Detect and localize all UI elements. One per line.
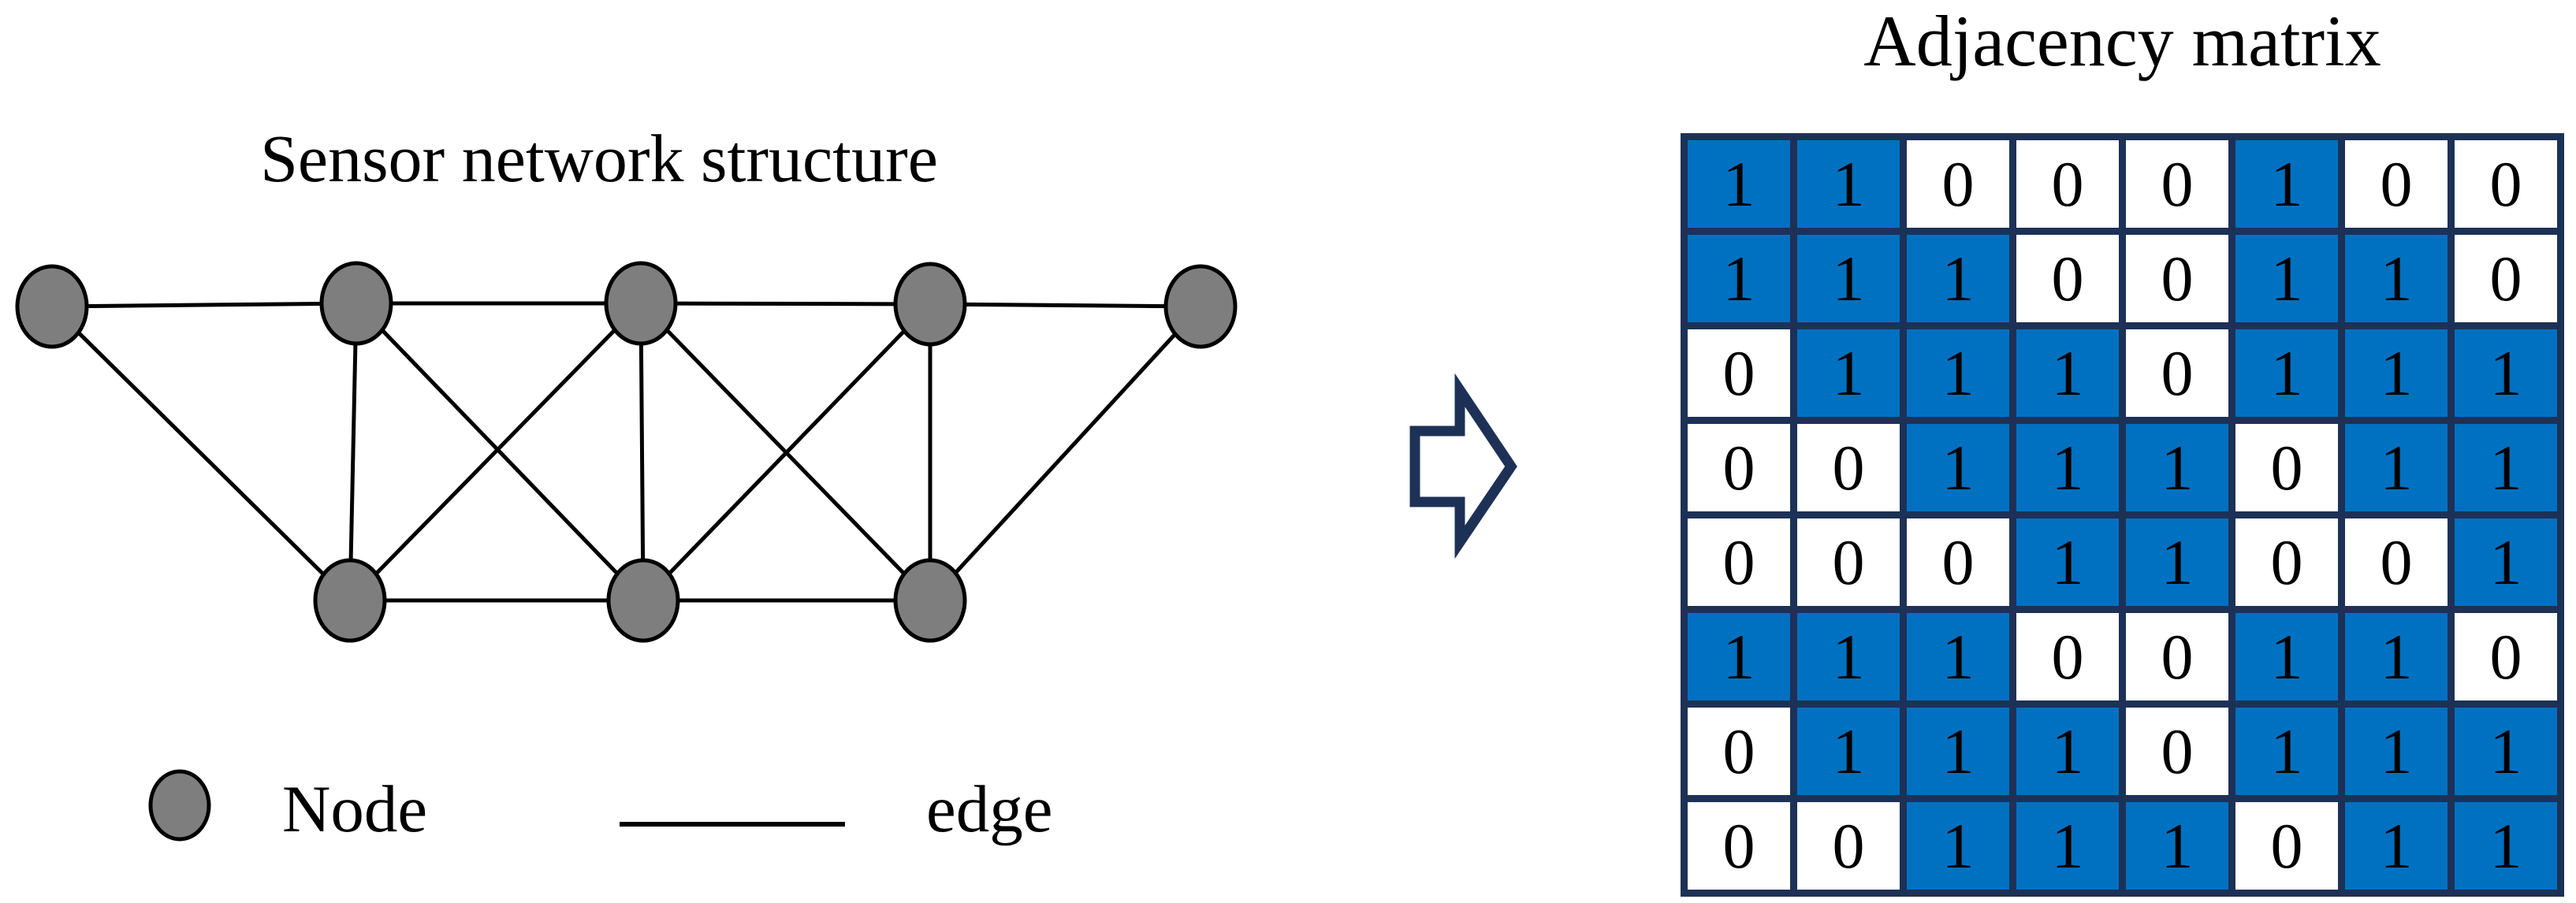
edge-line-1-2	[51, 301, 357, 309]
matrix-cell-r7c7: 1	[2345, 708, 2448, 795]
matrix-cell-r4c2: 0	[1797, 424, 1900, 511]
matrix-cell-r1c1: 1	[1688, 140, 1790, 228]
sensor-node-8	[893, 558, 967, 643]
edge-line-5-8	[929, 305, 1202, 602]
matrix-cell-r6c4: 0	[2016, 613, 2119, 700]
matrix-cell-r7c6: 1	[2235, 708, 2338, 795]
matrix-cell-r5c4: 1	[2016, 518, 2119, 606]
sensor-node-4	[893, 262, 967, 347]
matrix-cell-r1c4: 0	[2016, 140, 2119, 228]
matrix-cell-r1c8: 0	[2455, 140, 2557, 228]
matrix-cell-r2c3: 1	[1907, 235, 2009, 322]
matrix-cell-r1c7: 0	[2345, 140, 2448, 228]
matrix-cell-r6c7: 1	[2345, 613, 2448, 700]
matrix-cell-r3c3: 1	[1907, 329, 2009, 417]
matrix-cell-r7c3: 1	[1907, 708, 2009, 795]
matrix-title: Adjacency matrix	[1863, 1, 2381, 81]
network-title: Sensor network structure	[260, 121, 938, 196]
matrix-cell-r6c6: 1	[2235, 613, 2338, 700]
matrix-cell-r5c5: 1	[2126, 518, 2228, 606]
matrix-cell-r7c5: 0	[2126, 708, 2228, 795]
matrix-cell-r5c2: 0	[1797, 518, 1900, 606]
matrix-cell-r6c2: 1	[1797, 613, 1900, 700]
edge-line-1-6	[50, 305, 352, 602]
matrix-cell-r4c7: 1	[2345, 424, 2448, 511]
edge-line-4-5	[929, 302, 1201, 309]
matrix-cell-r2c1: 1	[1688, 235, 1790, 322]
matrix-cell-r8c7: 1	[2345, 802, 2448, 890]
nodes-layer	[15, 261, 1238, 643]
matrix-cell-r1c2: 1	[1797, 140, 1900, 228]
matrix-cell-r7c1: 0	[1688, 708, 1790, 795]
matrix-cell-r2c8: 0	[2455, 235, 2557, 322]
matrix-cell-r4c6: 0	[2235, 424, 2338, 511]
matrix-cell-r6c3: 1	[1907, 613, 2009, 700]
sensor-node-1	[15, 264, 89, 349]
matrix-cell-r3c7: 1	[2345, 329, 2448, 417]
sensor-network-graph	[15, 261, 1517, 842]
edge-line-3-4	[640, 301, 931, 307]
edge-line-3-6	[348, 302, 642, 602]
matrix-cell-r1c3: 0	[1907, 140, 2009, 228]
matrix-cell-r5c7: 0	[2345, 518, 2448, 606]
matrix-cell-r8c4: 1	[2016, 802, 2119, 890]
matrix-cell-r1c6: 1	[2235, 140, 2338, 228]
matrix-cell-r4c5: 1	[2126, 424, 2228, 511]
sensor-node-7	[606, 558, 680, 643]
matrix-cell-r5c8: 1	[2455, 518, 2557, 606]
matrix-cell-r7c4: 1	[2016, 708, 2119, 795]
legend-node-icon	[148, 769, 211, 842]
matrix-cell-r2c7: 1	[2345, 235, 2448, 322]
matrix-cell-r2c2: 1	[1797, 235, 1900, 322]
sensor-node-3	[604, 261, 678, 346]
edge-line-4-7	[642, 303, 932, 602]
matrix-cell-r2c5: 0	[2126, 235, 2228, 322]
matrix-cell-r4c8: 1	[2455, 424, 2557, 511]
matrix-cell-r3c1: 0	[1688, 329, 1790, 417]
edge-line-2-6	[348, 303, 359, 601]
sensor-node-2	[319, 261, 393, 346]
matrix-cell-r4c4: 1	[2016, 424, 2119, 511]
edge-line-2-7	[355, 302, 645, 602]
matrix-cell-r6c5: 0	[2126, 613, 2228, 700]
matrix-cell-r8c8: 1	[2455, 802, 2557, 890]
matrix-cell-r6c8: 0	[2455, 613, 2557, 700]
sensor-node-6	[313, 558, 387, 643]
matrix-cell-r8c2: 0	[1797, 802, 1900, 890]
transform-arrow-icon	[1409, 373, 1517, 559]
matrix-cell-r3c2: 1	[1797, 329, 1900, 417]
matrix-cell-r3c6: 1	[2235, 329, 2338, 417]
matrix-cell-r7c2: 1	[1797, 708, 1900, 795]
matrix-cell-r8c6: 0	[2235, 802, 2338, 890]
matrix-cell-r5c1: 0	[1688, 518, 1790, 606]
matrix-cell-r1c5: 0	[2126, 140, 2228, 228]
edge-line-3-7	[638, 303, 646, 601]
matrix-cell-r3c5: 0	[2126, 329, 2228, 417]
matrix-cell-r5c6: 0	[2235, 518, 2338, 606]
matrix-cell-r4c3: 1	[1907, 424, 2009, 511]
matrix-cell-r3c4: 1	[2016, 329, 2119, 417]
matrix-cell-r8c3: 1	[1907, 802, 2009, 890]
matrix-cell-r3c8: 1	[2455, 329, 2557, 417]
matrix-cell-r4c1: 0	[1688, 424, 1790, 511]
legend-node-label: Node	[282, 772, 428, 846]
matrix-cell-r2c6: 1	[2235, 235, 2338, 322]
sensor-node-5	[1163, 264, 1238, 349]
matrix-cell-r7c8: 1	[2455, 708, 2557, 795]
matrix-cell-r8c5: 1	[2126, 802, 2228, 890]
matrix-cell-r8c1: 0	[1688, 802, 1790, 890]
matrix-cell-r6c1: 1	[1688, 613, 1790, 700]
edges-layer	[50, 301, 1202, 603]
legend-edge-label: edge	[926, 772, 1053, 846]
matrix-cell-r2c4: 0	[2016, 235, 2119, 322]
matrix-cell-r5c3: 0	[1907, 518, 2009, 606]
